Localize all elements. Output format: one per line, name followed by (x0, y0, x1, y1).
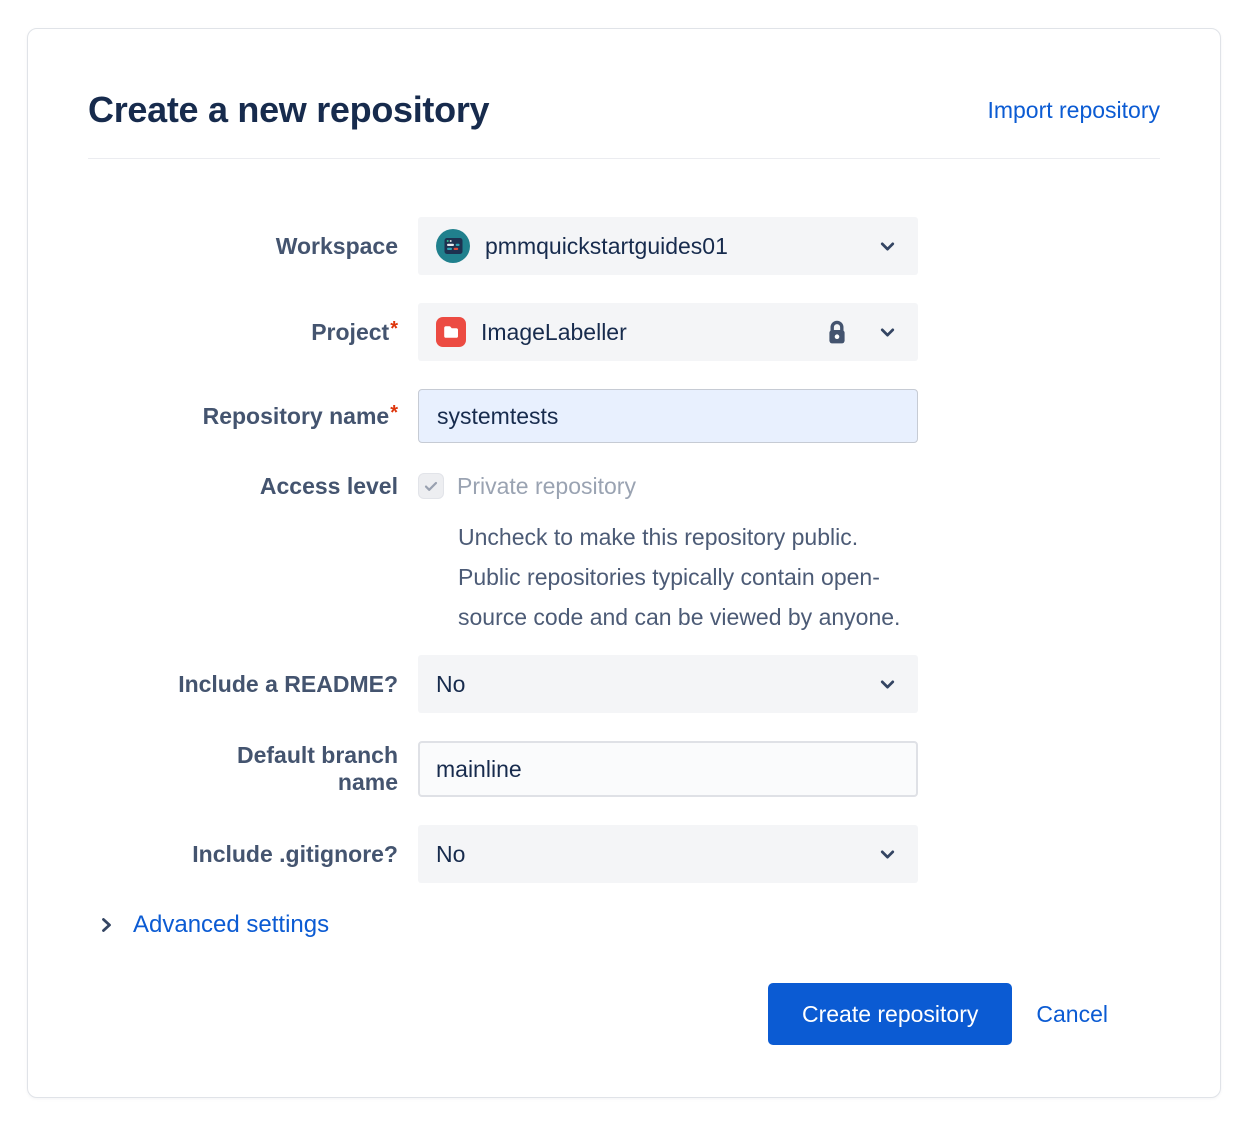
workspace-row: Workspace pmmquickstartguides01 (88, 217, 1160, 275)
dialog-header: Create a new repository Import repositor… (88, 89, 1160, 131)
gitignore-row: Include .gitignore? No (88, 825, 1160, 883)
readme-row: Include a README? No (88, 655, 1160, 713)
chevron-right-icon (98, 915, 116, 935)
required-asterisk: * (390, 317, 398, 340)
readme-select[interactable]: No (418, 655, 918, 713)
project-value: ImageLabeller (481, 318, 627, 345)
gitignore-select[interactable]: No (418, 825, 918, 883)
private-repository-checkbox[interactable] (418, 473, 444, 499)
project-folder-icon (436, 317, 466, 347)
advanced-settings-toggle[interactable]: Advanced settings (98, 911, 329, 939)
gitignore-label: Include .gitignore? (192, 840, 398, 867)
required-asterisk: * (390, 401, 398, 424)
access-level-help-text: Uncheck to make this repository public. … (458, 524, 901, 630)
page-title: Create a new repository (88, 89, 490, 130)
project-select[interactable]: ImageLabeller (418, 303, 918, 361)
project-label: Project* (311, 317, 398, 345)
private-repository-label: Private repository (457, 472, 636, 499)
checkmark-icon (423, 478, 439, 494)
lock-icon (825, 319, 849, 346)
import-repository-link[interactable]: Import repository (987, 96, 1160, 123)
repository-name-row: Repository name* (88, 389, 1160, 443)
workspace-avatar (436, 229, 470, 263)
create-repository-dialog: Create a new repository Import repositor… (27, 28, 1221, 1098)
cancel-button[interactable]: Cancel (1036, 1000, 1108, 1027)
dialog-actions: Create repository Cancel (88, 983, 1160, 1045)
header-divider (88, 158, 1160, 159)
project-row: Project* ImageLabeller (88, 303, 1160, 361)
workspace-label: Workspace (275, 232, 398, 259)
default-branch-label: Default branch name (236, 742, 398, 795)
repository-name-input[interactable] (418, 389, 918, 443)
chevron-down-icon (877, 236, 898, 257)
default-branch-row: Default branch name (88, 741, 1160, 797)
default-branch-input[interactable] (418, 741, 918, 797)
advanced-settings-label: Advanced settings (133, 911, 330, 938)
chevron-down-icon (877, 844, 898, 865)
repository-name-label: Repository name* (202, 401, 398, 429)
workspace-value: pmmquickstartguides01 (485, 232, 728, 259)
workspace-select[interactable]: pmmquickstartguides01 (418, 217, 918, 275)
access-level-label: Access level (259, 473, 398, 499)
chevron-down-icon (877, 322, 898, 343)
readme-value: No (436, 670, 466, 697)
create-repository-button[interactable]: Create repository (767, 983, 1013, 1045)
access-level-row: Access level Private repository Uncheck … (88, 471, 1160, 637)
chevron-down-icon (877, 674, 898, 695)
gitignore-value: No (436, 840, 466, 867)
readme-label: Include a README? (178, 670, 398, 697)
